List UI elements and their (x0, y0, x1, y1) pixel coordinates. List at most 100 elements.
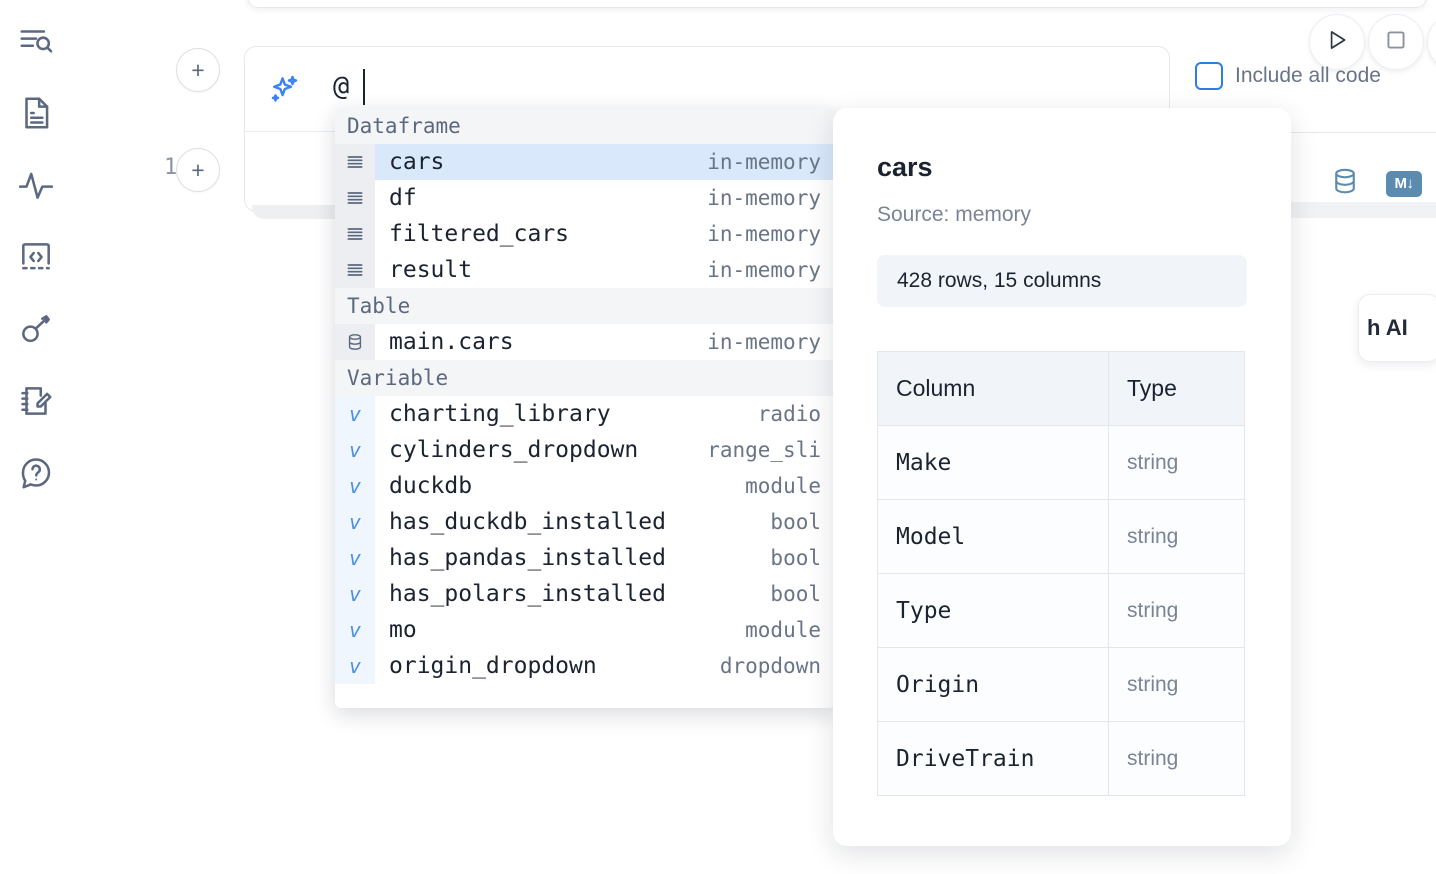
ai-prompt-input[interactable]: @ (333, 71, 350, 102)
autocomplete-item[interactable]: v has_pandas_installed bool (335, 540, 835, 576)
sidebar-item-scratchpad[interactable] (13, 378, 59, 424)
variable-icon: v (335, 432, 375, 468)
preview-title: cars (877, 152, 933, 182)
autocomplete-item[interactable]: v has_polars_installed bool (335, 576, 835, 612)
key-icon (17, 310, 55, 348)
autocomplete-item-type: in-memory (707, 150, 821, 174)
include-all-code-row[interactable]: Include all code (1195, 62, 1381, 90)
include-all-code-label: Include all code (1235, 64, 1381, 87)
autocomplete-item-name: df (389, 185, 417, 211)
autocomplete-item-type: in-memory (707, 258, 821, 282)
autocomplete-item-name: result (389, 257, 473, 283)
autocomplete-item-name: origin_dropdown (389, 653, 597, 679)
column-type-cell: string (1108, 573, 1245, 648)
autocomplete-item-name: duckdb (389, 473, 473, 499)
run-button[interactable] (1309, 14, 1365, 70)
autocomplete-item-type: in-memory (707, 222, 821, 246)
autocomplete-item[interactable]: v has_duckdb_installed bool (335, 504, 835, 540)
include-all-code-checkbox[interactable] (1195, 62, 1223, 90)
help-chat-icon (17, 454, 55, 492)
column-type-cell: string (1108, 721, 1245, 796)
autocomplete-item-type: module (745, 474, 821, 498)
column-type-cell: string (1108, 499, 1245, 574)
autocomplete-item-type: in-memory (707, 330, 821, 354)
preview-source: Source: memory (877, 203, 1032, 226)
autocomplete-item-name: charting_library (389, 401, 611, 427)
variable-icon: v (335, 504, 375, 540)
autocomplete-item-type: module (745, 618, 821, 642)
cell-type-toolbar: M↓ (1330, 166, 1422, 201)
sidebar-item-secrets[interactable] (13, 306, 59, 352)
autocomplete-item-type: in-memory (707, 186, 821, 210)
code-brackets-icon (17, 238, 55, 276)
dataframe-icon (335, 216, 375, 252)
cell-above-partial[interactable] (247, 0, 1427, 8)
play-icon (1324, 27, 1350, 58)
sidebar-item-activity[interactable] (13, 162, 59, 208)
autocomplete-item[interactable]: cars in-memory (335, 144, 835, 180)
autocomplete-item-type: range_sli (707, 438, 821, 462)
autocomplete-item-name: main.cars (389, 329, 514, 355)
autocomplete-item[interactable]: filtered_cars in-memory (335, 216, 835, 252)
sidebar-item-snippets[interactable] (13, 234, 59, 280)
more-actions-button[interactable] (1427, 14, 1436, 70)
sidebar (0, 0, 72, 874)
autocomplete-group-header: Table (335, 288, 835, 324)
autocomplete-item[interactable]: df in-memory (335, 180, 835, 216)
autocomplete-item-name: has_polars_installed (389, 581, 666, 607)
autocomplete-item-name: cylinders_dropdown (389, 437, 639, 463)
autocomplete-item[interactable]: v cylinders_dropdown range_sli (335, 432, 835, 468)
column-header: Column (877, 351, 1109, 426)
column-name-cell: Origin (877, 647, 1109, 722)
autocomplete-item-type: bool (770, 510, 821, 534)
variable-icon: v (335, 540, 375, 576)
autocomplete-item-type: bool (770, 582, 821, 606)
column-type-cell: string (1108, 425, 1245, 500)
variable-icon: v (335, 468, 375, 504)
autocomplete-item[interactable]: result in-memory (335, 252, 835, 288)
sidebar-item-help[interactable] (13, 450, 59, 496)
stop-square-icon (1383, 27, 1409, 58)
outline-search-icon (17, 22, 55, 60)
autocomplete-item-name: mo (389, 617, 417, 643)
dataframe-icon (335, 180, 375, 216)
markdown-badge[interactable]: M↓ (1386, 170, 1422, 197)
stop-button[interactable] (1368, 14, 1424, 70)
activity-icon (17, 166, 55, 204)
add-cell-button-top[interactable]: + (176, 48, 220, 92)
variable-icon: v (335, 396, 375, 432)
database-icon[interactable] (1330, 166, 1360, 201)
add-cell-button-bottom[interactable]: + (176, 148, 220, 192)
autocomplete-item-type: bool (770, 546, 821, 570)
variable-icon: v (335, 576, 375, 612)
autocomplete-item[interactable]: v charting_library radio (335, 396, 835, 432)
document-icon (17, 94, 55, 132)
generate-with-ai-card[interactable]: h AI (1358, 294, 1436, 362)
autocomplete-item-name: filtered_cars (389, 221, 570, 247)
column-name-cell: Model (877, 499, 1109, 574)
preview-shape: 428 rows, 15 columns (877, 255, 1247, 307)
sidebar-item-outline-search[interactable] (13, 18, 59, 64)
dataframe-icon (335, 252, 375, 288)
autocomplete-item-name: has_duckdb_installed (389, 509, 666, 535)
autocomplete-item-type: radio (757, 402, 821, 426)
sidebar-item-document[interactable] (13, 90, 59, 136)
autocomplete-item[interactable]: main.cars in-memory (335, 324, 835, 360)
type-header: Type (1108, 351, 1245, 426)
column-type-cell: string (1108, 647, 1245, 722)
variable-icon: v (335, 648, 375, 684)
table-db-icon (335, 324, 375, 360)
variable-icon: v (335, 612, 375, 648)
autocomplete-item-name: has_pandas_installed (389, 545, 666, 571)
dataframe-preview-panel: cars Source: memory 428 rows, 15 columns… (833, 108, 1291, 846)
autocomplete-item-name: cars (389, 149, 445, 175)
